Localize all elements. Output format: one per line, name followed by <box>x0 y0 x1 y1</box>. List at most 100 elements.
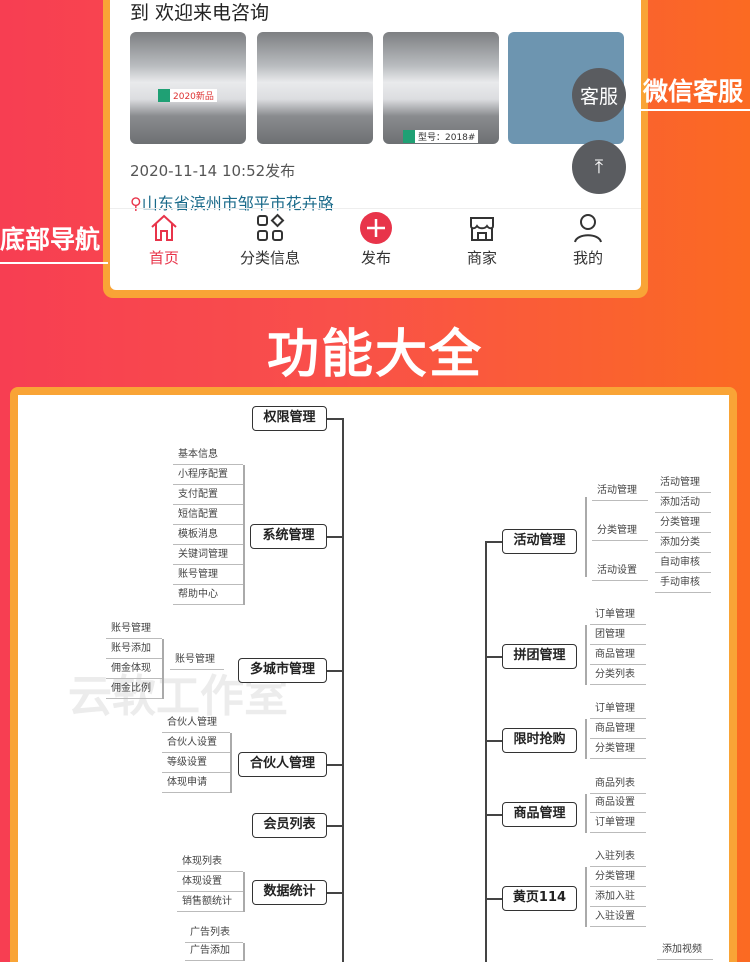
nav-label: 分类信息 <box>239 249 300 267</box>
mindmap-leaf[interactable]: 等级设置 <box>162 753 230 773</box>
product-thumbnail[interactable]: 2020新品 <box>130 32 246 144</box>
mindmap-node[interactable]: 拼团管理 <box>502 644 577 669</box>
mindmap-node[interactable]: 权限管理 <box>252 406 327 431</box>
mindmap-node[interactable]: 黄页114 <box>502 886 577 911</box>
bracket <box>162 639 164 699</box>
mindmap-leaf[interactable]: 分类列表 <box>590 665 646 685</box>
mindmap-node[interactable]: 合伙人管理 <box>238 752 327 777</box>
mindmap-leaf[interactable]: 添加活动 <box>655 493 711 513</box>
mindmap-node[interactable]: 多城市管理 <box>238 658 327 683</box>
connector <box>486 656 502 658</box>
mindmap-leaf[interactable]: 销售额统计 <box>177 892 243 912</box>
mindmap-group[interactable]: 活动设置 <box>592 561 648 581</box>
product-thumbnail[interactable]: 型号：2018# <box>383 32 499 144</box>
nav-label: 我的 <box>572 249 603 267</box>
mindmap-leaf[interactable]: 订单管理 <box>590 605 646 625</box>
mindmap-node[interactable]: 限时抢购 <box>502 728 577 753</box>
mindmap-leaf[interactable]: 体现设置 <box>177 872 243 892</box>
mindmap-group[interactable]: 活动管理 <box>592 481 648 501</box>
callout-underline <box>0 262 108 264</box>
connector <box>486 814 502 816</box>
phone-screenshot: 到 欢迎来电咨询 2020新品 型号：2018# 客服 ⤒ 2020-11-14… <box>103 0 648 298</box>
mindmap-leaf[interactable]: 添加入驻 <box>590 887 646 907</box>
mindmap-leaf[interactable]: 自动审核 <box>655 553 711 573</box>
mindmap-leaf[interactable]: 订单管理 <box>590 699 646 719</box>
nav-home[interactable]: 首页 <box>124 212 204 268</box>
nav-publish[interactable]: 发布 <box>336 212 416 268</box>
nav-label: 首页 <box>148 249 179 267</box>
mindmap-leaf[interactable]: 支付配置 <box>173 485 243 505</box>
nav-label: 发布 <box>360 249 391 267</box>
mindmap-leaf[interactable]: 分类管理 <box>655 513 711 533</box>
mindmap-leaf[interactable]: 合伙人管理 <box>162 713 230 733</box>
product-thumbnail[interactable] <box>257 32 373 144</box>
connector <box>486 740 502 742</box>
location-link[interactable]: ⚲山东省滨州市邹平市花卉路 <box>130 190 334 214</box>
callout-bottom-nav: 底部导航 <box>0 225 101 254</box>
mindmap-group[interactable]: 分类管理 <box>592 521 648 541</box>
mindmap-leaf[interactable]: 手动审核 <box>655 573 711 593</box>
mindmap-leaf[interactable]: 广告添加 <box>185 941 243 961</box>
bracket <box>585 719 587 759</box>
publish-time: 2020-11-14 10:52发布 <box>130 162 296 180</box>
user-icon <box>574 214 602 243</box>
bracket <box>243 465 245 605</box>
nav-category[interactable]: 分类信息 <box>230 212 310 268</box>
home-icon <box>151 214 177 241</box>
mindmap-node[interactable]: 活动管理 <box>502 529 577 554</box>
connector <box>327 892 343 894</box>
bracket <box>585 625 587 685</box>
mindmap-leaf[interactable]: 添加分类 <box>655 533 711 553</box>
mindmap-leaf[interactable]: 入驻列表 <box>590 847 646 867</box>
mindmap-leaf[interactable]: 体现申请 <box>162 773 230 793</box>
mindmap-leaf[interactable]: 佣金比例 <box>106 679 162 699</box>
mindmap-leaf[interactable]: 入驻设置 <box>590 907 646 927</box>
mindmap-leaf[interactable]: 关键词管理 <box>173 545 243 565</box>
arrow-up-icon: ⤒ <box>594 156 604 178</box>
mindmap-leaf[interactable]: 体现列表 <box>177 852 243 872</box>
mindmap-leaf[interactable]: 账号添加 <box>106 639 162 659</box>
location-text: 山东省滨州市邹平市花卉路 <box>141 194 334 213</box>
mindmap-leaf[interactable]: 广告列表 <box>185 923 243 943</box>
mindmap-spine <box>485 541 487 962</box>
mindmap-leaf[interactable]: 模板消息 <box>173 525 243 545</box>
nav-mine[interactable]: 我的 <box>548 212 628 268</box>
mindmap-leaf[interactable]: 商品列表 <box>590 774 646 794</box>
mindmap-leaf[interactable]: 分类管理 <box>590 739 646 759</box>
mindmap-leaf[interactable]: 短信配置 <box>173 505 243 525</box>
section-title: 功能大全 <box>266 325 483 385</box>
mindmap-node[interactable]: 商品管理 <box>502 802 577 827</box>
mindmap-leaf[interactable]: 商品设置 <box>590 793 646 813</box>
mindmap-leaf[interactable]: 账号管理 <box>170 650 224 670</box>
customer-service-button[interactable]: 客服 <box>572 68 626 122</box>
bracket <box>585 867 587 927</box>
connector <box>327 670 343 672</box>
mindmap-leaf[interactable]: 商品管理 <box>590 645 646 665</box>
nav-label: 商家 <box>466 249 497 267</box>
mindmap-node[interactable]: 系统管理 <box>250 524 327 549</box>
mindmap-leaf[interactable]: 佣金体现 <box>106 659 162 679</box>
mindmap-node[interactable]: 数据统计 <box>252 880 327 905</box>
callout-wechat-service: 微信客服 <box>643 77 744 106</box>
mindmap-leaf[interactable]: 帮助中心 <box>173 585 243 605</box>
connector <box>327 764 343 766</box>
back-to-top-button[interactable]: ⤒ <box>572 140 626 194</box>
connector <box>327 536 343 538</box>
bracket <box>585 497 587 577</box>
mindmap-leaf[interactable]: 团管理 <box>590 625 646 645</box>
connector <box>486 541 502 543</box>
mindmap-leaf[interactable]: 账号管理 <box>173 565 243 585</box>
feature-mindmap: 云软工作室 权限管理系统管理多城市管理合伙人管理会员列表数据统计基本信息小程序配… <box>10 387 737 962</box>
mindmap-leaf[interactable]: 订单管理 <box>590 813 646 833</box>
mindmap-leaf[interactable]: 商品管理 <box>590 719 646 739</box>
mindmap-node[interactable]: 会员列表 <box>252 813 327 838</box>
mindmap-leaf[interactable]: 分类管理 <box>590 867 646 887</box>
mindmap-leaf[interactable]: 账号管理 <box>106 619 162 639</box>
mindmap-leaf[interactable]: 合伙人设置 <box>162 733 230 753</box>
mindmap-leaf[interactable]: 添加视频 <box>657 940 713 960</box>
mindmap-leaf[interactable]: 小程序配置 <box>173 465 243 485</box>
thumb-tag: 型号：2018# <box>403 130 479 143</box>
mindmap-leaf[interactable]: 活动管理 <box>655 473 711 493</box>
nav-shop[interactable]: 商家 <box>442 212 522 268</box>
mindmap-leaf[interactable]: 基本信息 <box>173 445 243 465</box>
